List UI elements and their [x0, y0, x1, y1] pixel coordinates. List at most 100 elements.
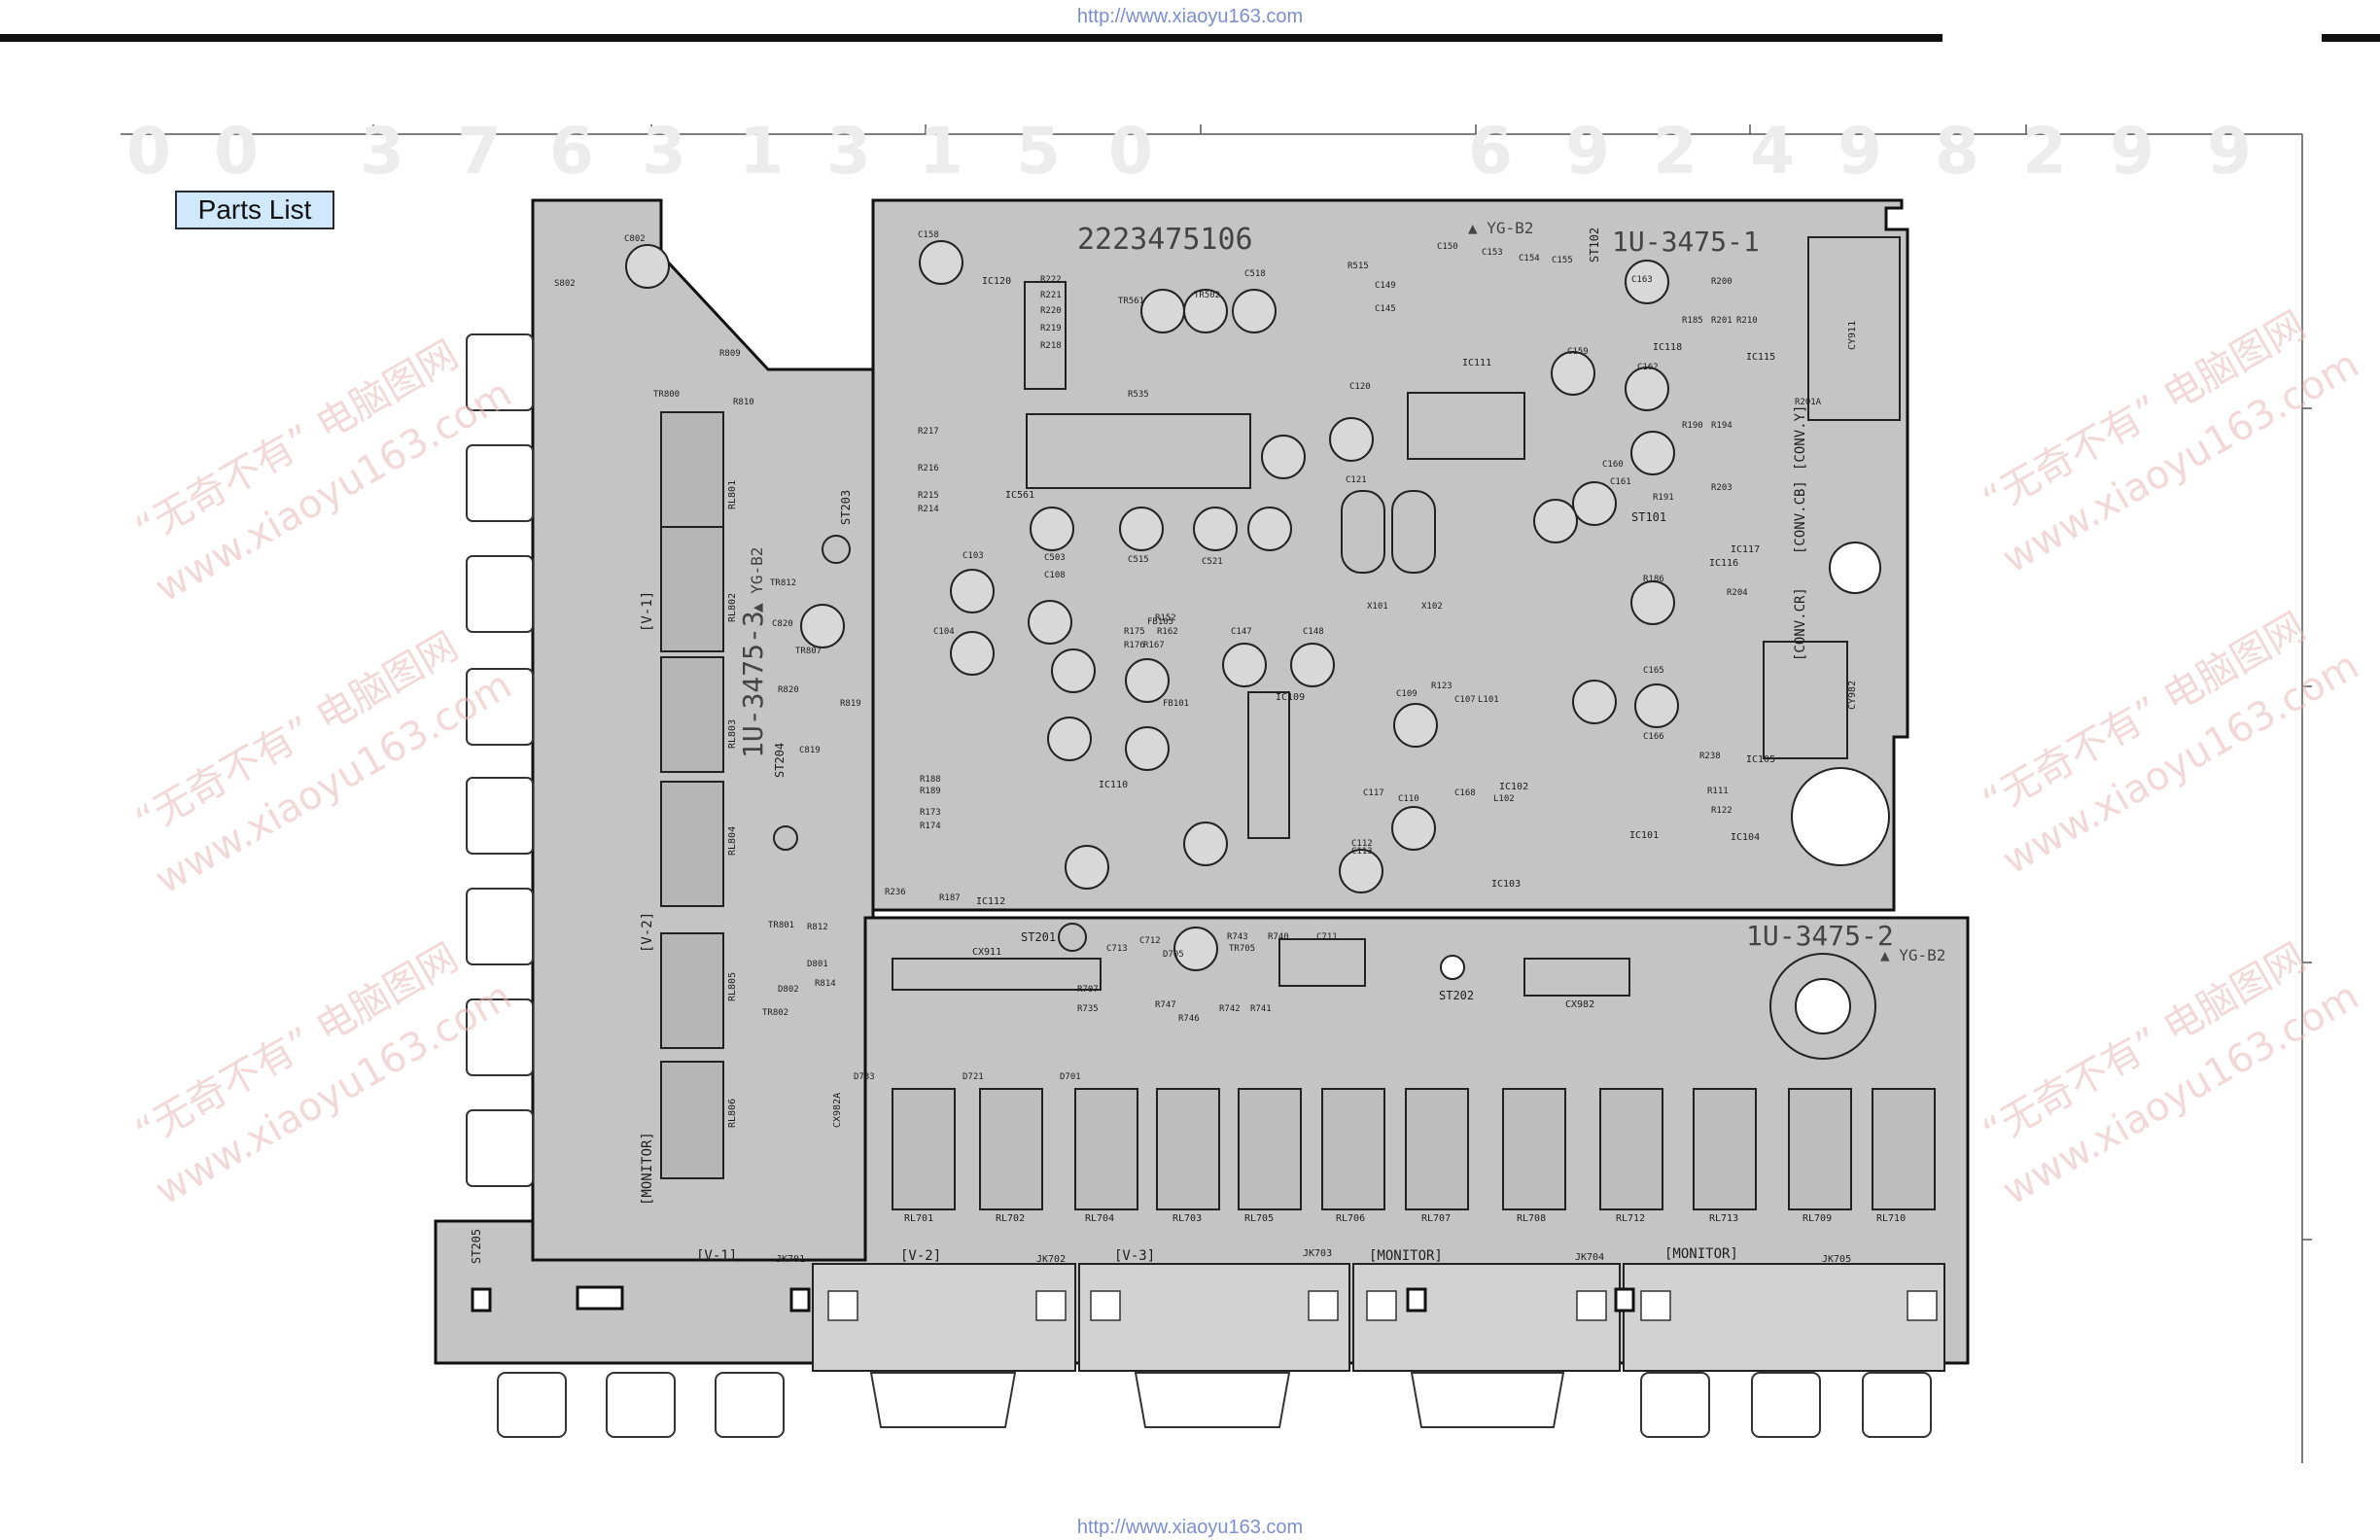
- svg-text:TR801: TR801: [768, 921, 794, 930]
- relay-rl708: RL708: [1517, 1213, 1546, 1224]
- test-point-st102: ST102: [1588, 228, 1601, 262]
- jack-id-jk705: JK705: [1822, 1254, 1851, 1265]
- left-jack-row: [466, 333, 534, 1187]
- svg-text:R217: R217: [918, 427, 939, 437]
- svg-text:R200: R200: [1711, 277, 1732, 287]
- svg-text:C148: C148: [1303, 627, 1324, 637]
- svg-text:C160: C160: [1602, 460, 1624, 470]
- svg-text:1: 1: [739, 114, 784, 189]
- svg-text:C109: C109: [1396, 689, 1418, 699]
- svg-text:C165: C165: [1643, 666, 1664, 676]
- bottom-dsub: [869, 1372, 1565, 1428]
- svg-text:R201A: R201A: [1795, 398, 1822, 407]
- svg-text:R111: R111: [1707, 787, 1729, 796]
- svg-text:IC103: IC103: [1491, 879, 1521, 890]
- svg-text:C107: C107: [1454, 695, 1476, 705]
- svg-text:R735: R735: [1077, 1004, 1099, 1014]
- section-label-v2: [V-2]: [640, 912, 655, 953]
- svg-text:D721: D721: [962, 1072, 984, 1082]
- bottom-sockets: [471, 1285, 1635, 1312]
- svg-text:8: 8: [1935, 114, 1979, 189]
- svg-text:FB105: FB105: [1147, 617, 1173, 627]
- svg-text:R236: R236: [885, 888, 906, 897]
- svg-text:IC105: IC105: [1746, 754, 1775, 765]
- parts-list-button[interactable]: Parts List: [175, 191, 334, 229]
- svg-text:R747: R747: [1155, 1000, 1176, 1010]
- svg-text:IC118: IC118: [1653, 342, 1682, 353]
- svg-text:D701: D701: [1060, 1072, 1081, 1082]
- svg-text:R191: R191: [1653, 493, 1674, 503]
- svg-text:R218: R218: [1040, 341, 1062, 351]
- jack-section-monitor-2: [MONITOR]: [1664, 1246, 1738, 1262]
- svg-text:R215: R215: [918, 491, 939, 501]
- svg-text:IC101: IC101: [1629, 830, 1659, 841]
- board-id-number: 2223475106: [1077, 223, 1253, 257]
- svg-text:R219: R219: [1040, 324, 1062, 333]
- bottom-rca-plugs: [497, 1372, 1932, 1438]
- svg-text:IC111: IC111: [1462, 358, 1491, 368]
- conv-label-y: [CONV.Y]: [1793, 405, 1808, 471]
- svg-text:7: 7: [457, 114, 502, 189]
- test-point-st101: ST101: [1631, 510, 1666, 524]
- svg-text:R203: R203: [1711, 483, 1732, 493]
- svg-text:C503: C503: [1044, 553, 1066, 563]
- svg-text:C104: C104: [933, 627, 955, 637]
- test-point-st205: ST205: [470, 1229, 483, 1264]
- svg-text:R175: R175: [1124, 627, 1145, 637]
- svg-text:L101: L101: [1478, 695, 1499, 705]
- svg-text:R188: R188: [920, 775, 941, 785]
- connector-cy982: CY982: [1847, 681, 1858, 710]
- svg-text:TR800: TR800: [653, 390, 680, 400]
- svg-text:C161: C161: [1610, 477, 1631, 487]
- header-url[interactable]: http://www.xiaoyu163.com: [1076, 6, 1304, 27]
- svg-text:3: 3: [826, 114, 871, 189]
- svg-text:R746: R746: [1178, 1014, 1200, 1024]
- svg-text:R173: R173: [920, 808, 941, 818]
- svg-text:IC117: IC117: [1731, 544, 1760, 555]
- left-relay-rl804: RL804: [727, 826, 738, 856]
- top-rule-right: [2322, 34, 2380, 42]
- connector-cx982: CX982: [1565, 999, 1594, 1010]
- svg-text:4: 4: [1750, 114, 1795, 189]
- svg-text:C113: C113: [1351, 847, 1373, 857]
- svg-text:1: 1: [919, 114, 963, 189]
- svg-text:IC110: IC110: [1099, 780, 1128, 790]
- svg-text:R201: R201: [1711, 316, 1732, 326]
- svg-text:C117: C117: [1363, 788, 1384, 798]
- jack-section-v2: [V-2]: [900, 1248, 941, 1264]
- svg-text:R515: R515: [1348, 262, 1369, 271]
- svg-text:D802: D802: [778, 985, 799, 995]
- svg-text:C713: C713: [1106, 944, 1128, 954]
- svg-text:IC102: IC102: [1499, 782, 1528, 792]
- connector-strip: [892, 938, 1630, 997]
- svg-text:5: 5: [1016, 114, 1061, 189]
- svg-text:R707: R707: [1077, 985, 1099, 995]
- svg-text:C150: C150: [1437, 242, 1458, 252]
- svg-text:TR502: TR502: [1194, 291, 1220, 300]
- ygb2-label-left: ▲ YG-B2: [748, 547, 766, 612]
- svg-text:R742: R742: [1219, 1004, 1241, 1014]
- svg-text:0: 0: [126, 114, 171, 189]
- svg-text:S802: S802: [554, 279, 576, 289]
- footer-url[interactable]: http://www.xiaoyu163.com: [1076, 1517, 1304, 1538]
- svg-text:IC561: IC561: [1005, 490, 1034, 501]
- svg-text:R743: R743: [1227, 932, 1248, 942]
- board-title-main: 1U-3475-1: [1612, 226, 1760, 258]
- svg-text:3: 3: [360, 114, 404, 189]
- jack-section-v1: [V-1]: [696, 1248, 737, 1264]
- relay-rl705: RL705: [1244, 1213, 1274, 1224]
- lower-relays: [892, 1088, 1936, 1210]
- section-label-v1: [V-1]: [640, 591, 655, 632]
- svg-text:C521: C521: [1202, 557, 1223, 567]
- board-title-left: 1U-3475-3: [737, 611, 769, 758]
- top-rule: [0, 34, 1942, 42]
- svg-text:2: 2: [1653, 114, 1698, 189]
- left-relay-rl805: RL805: [727, 972, 738, 1001]
- relay-rl709: RL709: [1802, 1213, 1832, 1224]
- svg-text:R162: R162: [1157, 627, 1178, 637]
- jack-id-jk702: JK702: [1036, 1254, 1066, 1265]
- relay-rl713: RL713: [1709, 1213, 1738, 1224]
- svg-text:R123: R123: [1431, 682, 1452, 691]
- jack-id-jk701: JK701: [776, 1254, 805, 1265]
